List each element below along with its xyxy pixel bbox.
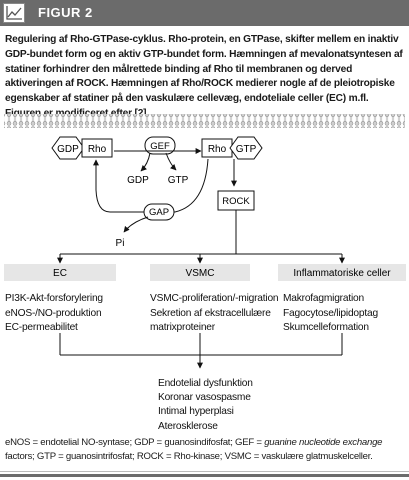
gtp-right-label: GTP (236, 144, 257, 155)
bottom-rule (0, 474, 409, 477)
list-item: Endotelial dysfunktion (158, 378, 253, 389)
gap-label: GAP (149, 207, 169, 218)
gdp-left-label: GDP (57, 144, 79, 155)
gtp-binding-arrow (165, 152, 177, 171)
inflam-effects-list: Makrofagmigration Fagocytose/lipidoptag … (283, 292, 378, 336)
vsmc-effects-list: VSMC-proliferation/-migration Sekretion … (150, 292, 279, 336)
rho-right-label: Rho (208, 144, 227, 155)
gtp-right-shape (229, 136, 263, 160)
list-item: matrixproteiner (150, 322, 215, 333)
divider (0, 471, 409, 472)
figure-caption: Regulering af Rho-GTPase-cyklus. Rho-pro… (5, 34, 403, 119)
pi-release-arrow (123, 216, 149, 233)
list-item: Skumcelleformation (283, 322, 369, 333)
list-item: EC-permeabilitet (5, 322, 78, 333)
inactivation-arrow (93, 158, 209, 213)
gef-label: GEF (150, 141, 170, 152)
footnote-italic: guanine nucleotide exchange (264, 437, 383, 448)
inflam-box (278, 264, 406, 281)
ec-effects-list: PI3K-Akt-forsforylering eNOS-/NO-produkt… (5, 292, 103, 336)
pi-label: Pi (116, 238, 125, 249)
ec-box (4, 264, 116, 281)
cell-membrane (4, 114, 405, 128)
gtp-mid-label: GTP (168, 175, 189, 186)
footnote-part1: eNOS = endotelial NO-syntase; GDP = guan… (5, 437, 265, 448)
list-item: VSMC-proliferation/-migration (150, 293, 279, 304)
rock-label: ROCK (222, 196, 250, 207)
ec-label: EC (53, 268, 67, 279)
figure-title: FIGUR 2 (38, 5, 93, 20)
list-item: PI3K-Akt-forsforylering (5, 293, 103, 304)
list-item: eNOS-/NO-produktion (5, 307, 102, 319)
inflam-label: Inflammatoriske celler (293, 268, 391, 279)
list-item: Koronar vasospasme (158, 392, 251, 404)
list-item: Sekretion af ekstracellulære (150, 307, 271, 319)
footnote-part2: factors; GTP = guanosintrifosfat; ROCK =… (5, 451, 373, 462)
line-chart-icon (3, 3, 25, 23)
vsmc-label: VSMC (186, 268, 215, 279)
gdp-release-arrow (140, 152, 151, 172)
list-item: Fagocytose/lipidoptag (283, 307, 378, 319)
list-item: Intimal hyperplasi (158, 406, 234, 418)
gef-box (144, 136, 176, 155)
figure-header: FIGUR 2 (0, 0, 409, 26)
rho-left-label: Rho (88, 144, 107, 155)
gap-box (143, 203, 175, 221)
outcomes-list: Endotelial dysfunktion Koronar vasospasm… (158, 377, 253, 434)
rho-left-box (81, 138, 113, 158)
list-item: Makrofagmigration (283, 293, 364, 304)
vsmc-box (150, 264, 250, 281)
list-item: Aterosklerose (158, 420, 218, 432)
gdp-mid-label: GDP (127, 175, 149, 186)
abbreviations-footnote: eNOS = endotelial NO-syntase; GDP = guan… (5, 436, 407, 464)
